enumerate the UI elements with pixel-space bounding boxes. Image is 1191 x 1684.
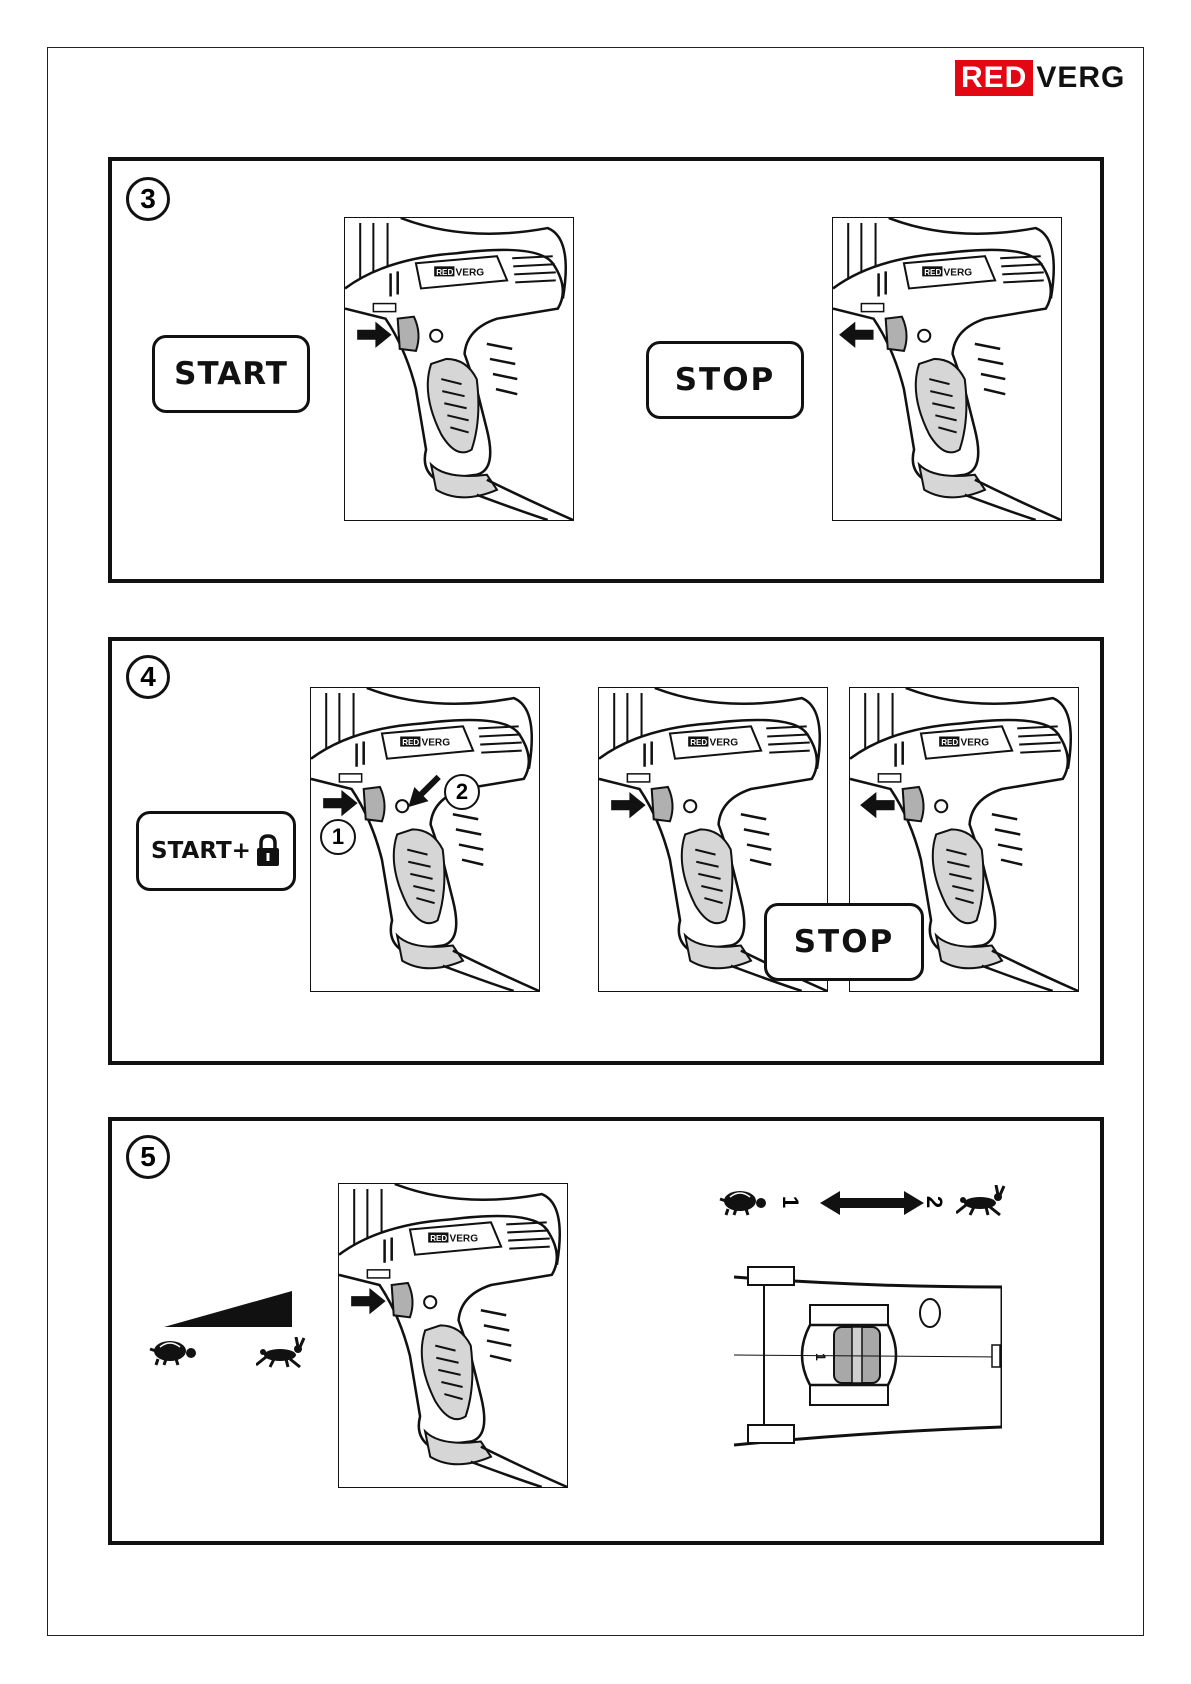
hare-icon (956, 1185, 1006, 1217)
panel-step-4: 4 START+ 2 1 STOP (108, 637, 1104, 1065)
panel-step-3: 3 START STOP (108, 157, 1104, 583)
turtle-icon (146, 1337, 196, 1367)
panel-step-5: 5 1 2 1 (108, 1117, 1104, 1545)
step-number-5: 5 (126, 1135, 170, 1179)
brand-logo-red: RED (955, 60, 1033, 96)
drill-figure-stop (832, 217, 1062, 521)
drill-figure-speed (338, 1183, 568, 1488)
speed-2-label: 2 (921, 1196, 947, 1208)
brand-logo-verg: VERG (1033, 60, 1125, 96)
step-number-4: 4 (126, 655, 170, 699)
callout-1: 1 (320, 819, 356, 855)
speed-1-label: 1 (777, 1196, 803, 1208)
callout-2: 2 (444, 774, 480, 810)
switch-mark-label: 1 (813, 1353, 829, 1361)
stop-label: STOP (646, 341, 804, 419)
double-arrow-icon (820, 1191, 924, 1215)
drill-figure-start (344, 217, 574, 521)
padlock-icon (255, 834, 281, 868)
start-lock-label: START+ (136, 811, 296, 891)
start-label: START (152, 335, 310, 413)
speed-ramp-icon (164, 1289, 294, 1329)
brand-logo: RED VERG (955, 60, 1125, 96)
turtle-icon (716, 1187, 766, 1217)
hare-icon (256, 1337, 306, 1369)
step-number-3: 3 (126, 177, 170, 221)
stop-label-4: STOP (764, 903, 924, 981)
start-lock-text: START+ (151, 838, 251, 864)
speed-switch-detail: 1 (734, 1257, 1002, 1457)
